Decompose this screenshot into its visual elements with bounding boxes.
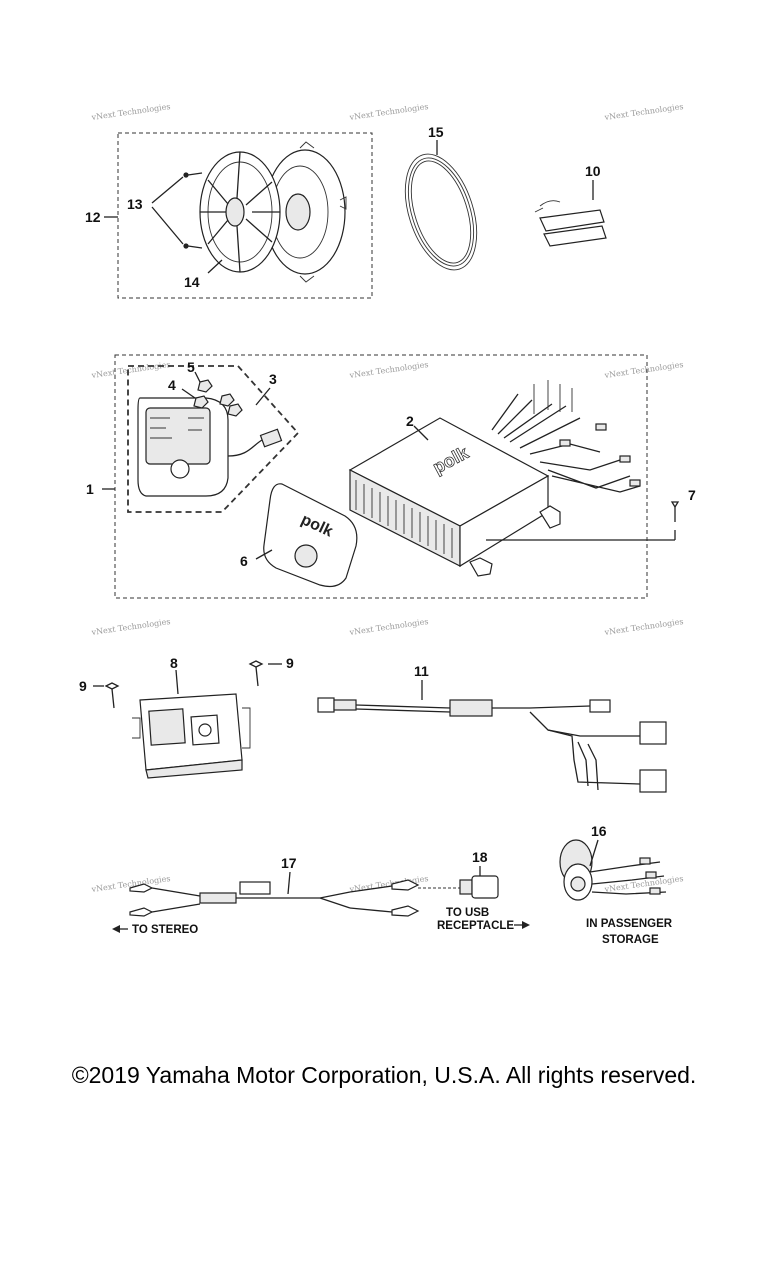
control-head-dashed-outline xyxy=(127,365,300,513)
screw-9-left: 9 xyxy=(79,678,120,709)
callout-17: 17 xyxy=(281,855,297,871)
speaker-kit-group: 12 13 14 xyxy=(85,132,373,299)
to-usb-line1: TO USB xyxy=(446,907,489,919)
callout-15: 15 xyxy=(428,124,444,140)
copyright-text: ©2019 Yamaha Motor Corporation, U.S.A. A… xyxy=(71,1062,697,1088)
stereo-kit-group: 4 5 3 1 polk 6 polk xyxy=(86,354,696,599)
nut-extra xyxy=(219,393,243,417)
screw-13-top xyxy=(183,172,203,178)
to-usb-line2: RECEPTACLE xyxy=(437,920,514,932)
callout-18: 18 xyxy=(472,849,488,865)
watermark-text: vNext Technologies xyxy=(90,360,171,380)
control-head-cover-6: polk xyxy=(263,483,358,588)
callout-16: 16 xyxy=(591,823,607,839)
harness-11: 11 xyxy=(317,663,667,793)
fuse-holder-10: 10 xyxy=(534,163,607,247)
nut-5 xyxy=(197,379,213,393)
callout-3: 3 xyxy=(269,371,277,387)
watermark-text: vNext Technologies xyxy=(348,102,429,122)
watermark-text: vNext Technologies xyxy=(603,874,684,894)
passenger-line1: IN PASSENGER xyxy=(586,918,673,930)
callout-9-left: 9 xyxy=(79,678,87,694)
callout-4: 4 xyxy=(168,377,176,393)
to-usb-caption: TO USB RECEPTACLE xyxy=(437,907,530,932)
watermark-text: vNext Technologies xyxy=(603,102,684,122)
aux-cable-17: 17 xyxy=(129,855,420,917)
watermark-text: vNext Technologies xyxy=(348,360,429,380)
callout-6: 6 xyxy=(240,553,248,569)
callout-9-right: 9 xyxy=(286,655,294,671)
usb-adapter-18: 18 xyxy=(459,849,499,899)
amplifier-2: polk xyxy=(348,380,641,577)
module-8: 8 xyxy=(132,655,251,779)
watermark-text: vNext Technologies xyxy=(603,617,684,637)
callout-12: 12 xyxy=(85,209,101,225)
callout-11: 11 xyxy=(414,663,429,679)
to-stereo-text: TO STEREO xyxy=(132,924,198,936)
callout-14: 14 xyxy=(184,274,200,290)
speaker-kit-dashed-box xyxy=(117,132,373,299)
watermark-text: vNext Technologies xyxy=(603,360,684,380)
screw-9-right: 9 xyxy=(248,655,294,687)
callout-2: 2 xyxy=(406,413,414,429)
callout-8: 8 xyxy=(170,655,178,671)
nut-4 xyxy=(193,395,209,409)
watermark-text: vNext Technologies xyxy=(90,102,171,122)
callout-10: 10 xyxy=(585,163,601,179)
callout-13: 13 xyxy=(127,196,143,212)
callout-5: 5 xyxy=(187,359,195,375)
callout-7: 7 xyxy=(688,487,696,503)
screw-7 xyxy=(486,501,680,541)
wire-coil-15: 15 xyxy=(404,124,478,271)
watermark-text: vNext Technologies xyxy=(90,617,171,637)
screw-13-bottom xyxy=(183,243,203,249)
callout-1: 1 xyxy=(86,481,94,497)
watermark-text: vNext Technologies xyxy=(348,617,429,637)
passenger-line2: STORAGE xyxy=(602,934,659,946)
stereo-kit-dashed-box xyxy=(114,354,648,599)
usb-receptacle-16: 16 IN PASSENGER STORAGE xyxy=(559,823,673,946)
to-stereo-caption: TO STEREO xyxy=(112,924,198,936)
